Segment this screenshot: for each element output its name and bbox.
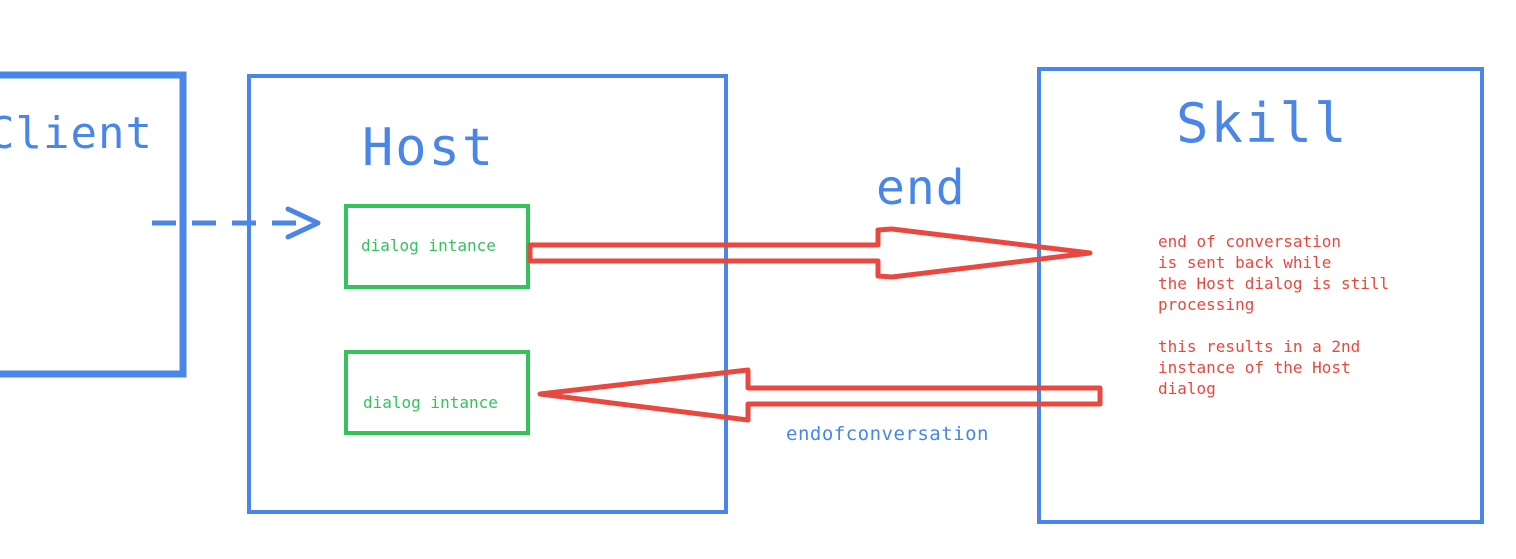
note-line: the Host dialog is still — [1158, 274, 1390, 293]
host-label: Host — [362, 118, 496, 178]
endofconversation-arrow — [537, 367, 1103, 423]
client-to-host-arrowhead — [285, 206, 321, 240]
end-edge-label: end — [876, 160, 966, 216]
end-arrow — [527, 226, 1093, 280]
host-box — [247, 74, 728, 514]
skill-note-paragraph-1: end of conversation is sent back while t… — [1158, 231, 1389, 315]
note-line: processing — [1158, 295, 1255, 314]
note-line: this results in a 2nd — [1158, 337, 1361, 356]
dialog-instance-box-2 — [344, 350, 530, 435]
skill-box — [1037, 67, 1484, 524]
skill-label: Skill — [1176, 92, 1349, 155]
dialog-instance-label-2: dialog intance — [363, 393, 498, 412]
note-line: end of conversation — [1158, 232, 1342, 251]
client-box — [0, 71, 187, 378]
note-line: instance of the Host — [1158, 358, 1351, 377]
endofconversation-edge-label: endofconversation — [786, 423, 989, 445]
note-line: dialog — [1158, 379, 1216, 398]
client-label: Client — [0, 108, 153, 159]
skill-note-paragraph-2: this results in a 2nd instance of the Ho… — [1158, 336, 1360, 399]
note-line: is sent back while — [1158, 253, 1332, 272]
dialog-instance-label-1: dialog intance — [361, 236, 496, 255]
